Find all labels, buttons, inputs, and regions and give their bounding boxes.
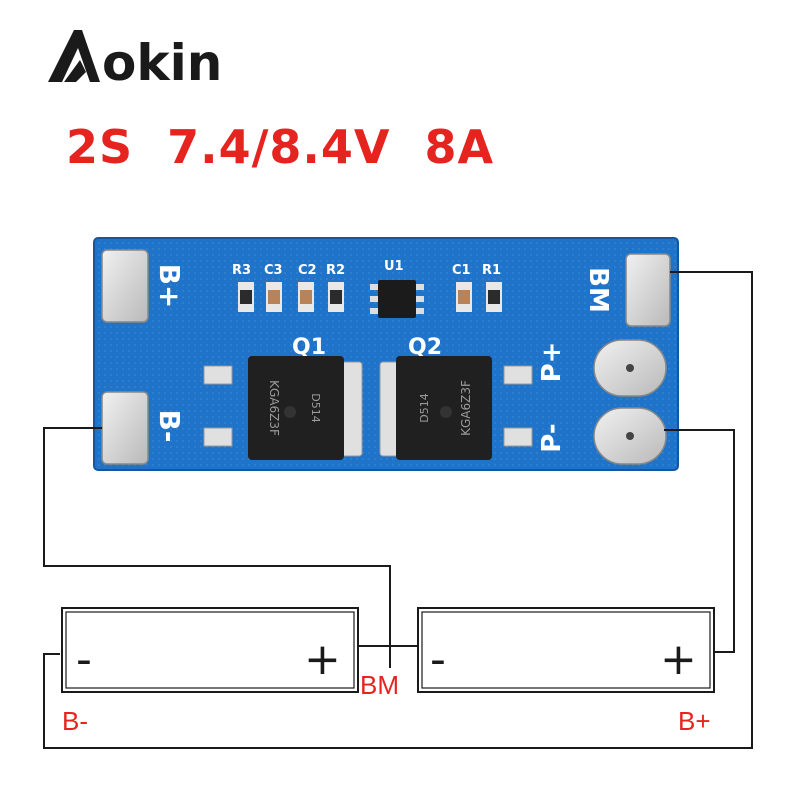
board-label-b-minus: B- (153, 410, 186, 443)
b-plus-pad (101, 249, 149, 323)
board-label-bm: BM (583, 267, 613, 313)
wire-label-b-minus: B- (62, 706, 88, 736)
label-q2: Q2 (408, 335, 442, 360)
right-battery-minus: - (430, 634, 446, 685)
voltage-label: 7.4/8.4V (167, 120, 391, 174)
spec-headline: 2S 7.4/8.4V 8A (66, 120, 528, 174)
wire-label-b-plus: B+ (678, 706, 711, 736)
label-u1: U1 (384, 259, 404, 274)
cell-count-label: 2S (66, 120, 134, 174)
b-minus-pad (101, 391, 149, 465)
p-plus-pad (593, 339, 667, 397)
battery-left (61, 607, 359, 693)
p-minus-pad (593, 407, 667, 465)
right-battery-plus: + (660, 634, 697, 685)
board-label-p-minus: P- (537, 423, 567, 452)
board-label-b-plus: B+ (153, 264, 186, 309)
board-label-p-plus: P+ (537, 342, 567, 383)
mosfet-q2: D514 KGA6Z3F (379, 356, 533, 460)
mosfet-q1: KGA6Z3F D514 (203, 356, 363, 460)
mosfet-q2-code: D514 (418, 393, 431, 422)
mosfet-q1-marking: KGA6Z3F (267, 380, 281, 436)
label-r3: R3 (232, 263, 251, 278)
label-r1: R1 (482, 263, 501, 278)
battery-right (417, 607, 715, 693)
label-q1: Q1 (292, 335, 326, 360)
label-c3: C3 (264, 263, 283, 278)
label-c1: C1 (452, 263, 471, 278)
mosfet-q1-code: D514 (309, 393, 322, 422)
mosfet-q2-marking: KGA6Z3F (459, 380, 473, 436)
wire-label-bm: BM (360, 670, 399, 700)
wire-b-minus-pad-to-bm (43, 427, 391, 668)
wiring (43, 271, 753, 749)
left-battery-plus: + (304, 634, 341, 685)
current-label: 8A (424, 120, 495, 174)
label-c2: C2 (298, 263, 317, 278)
wire-bm-pad-to-right-plus (43, 271, 753, 749)
wire-p-minus-to-right-battery (664, 429, 735, 653)
smd-components (238, 282, 502, 312)
brand-logo: okin (48, 30, 222, 92)
aokin-logo-icon (48, 30, 100, 82)
ic-u1 (370, 280, 424, 318)
bm-pad (625, 253, 671, 327)
brand-logo-text: okin (102, 34, 222, 92)
label-r2: R2 (326, 263, 345, 278)
left-battery-minus: - (76, 634, 92, 685)
